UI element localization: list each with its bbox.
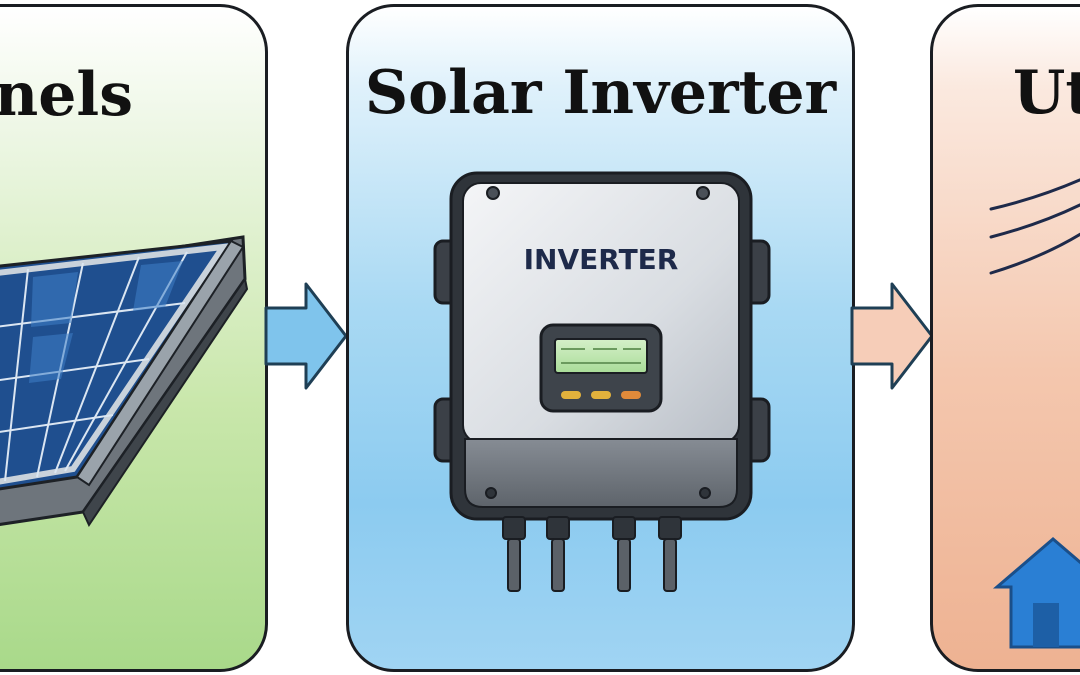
utility-card: Ut bbox=[930, 4, 1080, 672]
flow-arrow-1 bbox=[264, 282, 348, 390]
solar-inverter-title: Solar Inverter bbox=[364, 58, 837, 128]
cable-connectors bbox=[502, 516, 682, 592]
utility-title: Ut bbox=[1013, 58, 1080, 128]
solar-panels-card: anels bbox=[0, 4, 268, 672]
solar-panel-icon bbox=[0, 235, 249, 528]
solar-inverter-card: Solar Inverter bbox=[346, 4, 855, 672]
house-icon bbox=[992, 537, 1080, 649]
power-lines-icon bbox=[989, 178, 1080, 275]
solar-panels-title: anels bbox=[0, 60, 133, 130]
flow-arrow-2 bbox=[850, 282, 934, 390]
inverter-label: INVERTER bbox=[524, 243, 679, 276]
inverter-box-icon: INVERTER bbox=[433, 171, 771, 592]
